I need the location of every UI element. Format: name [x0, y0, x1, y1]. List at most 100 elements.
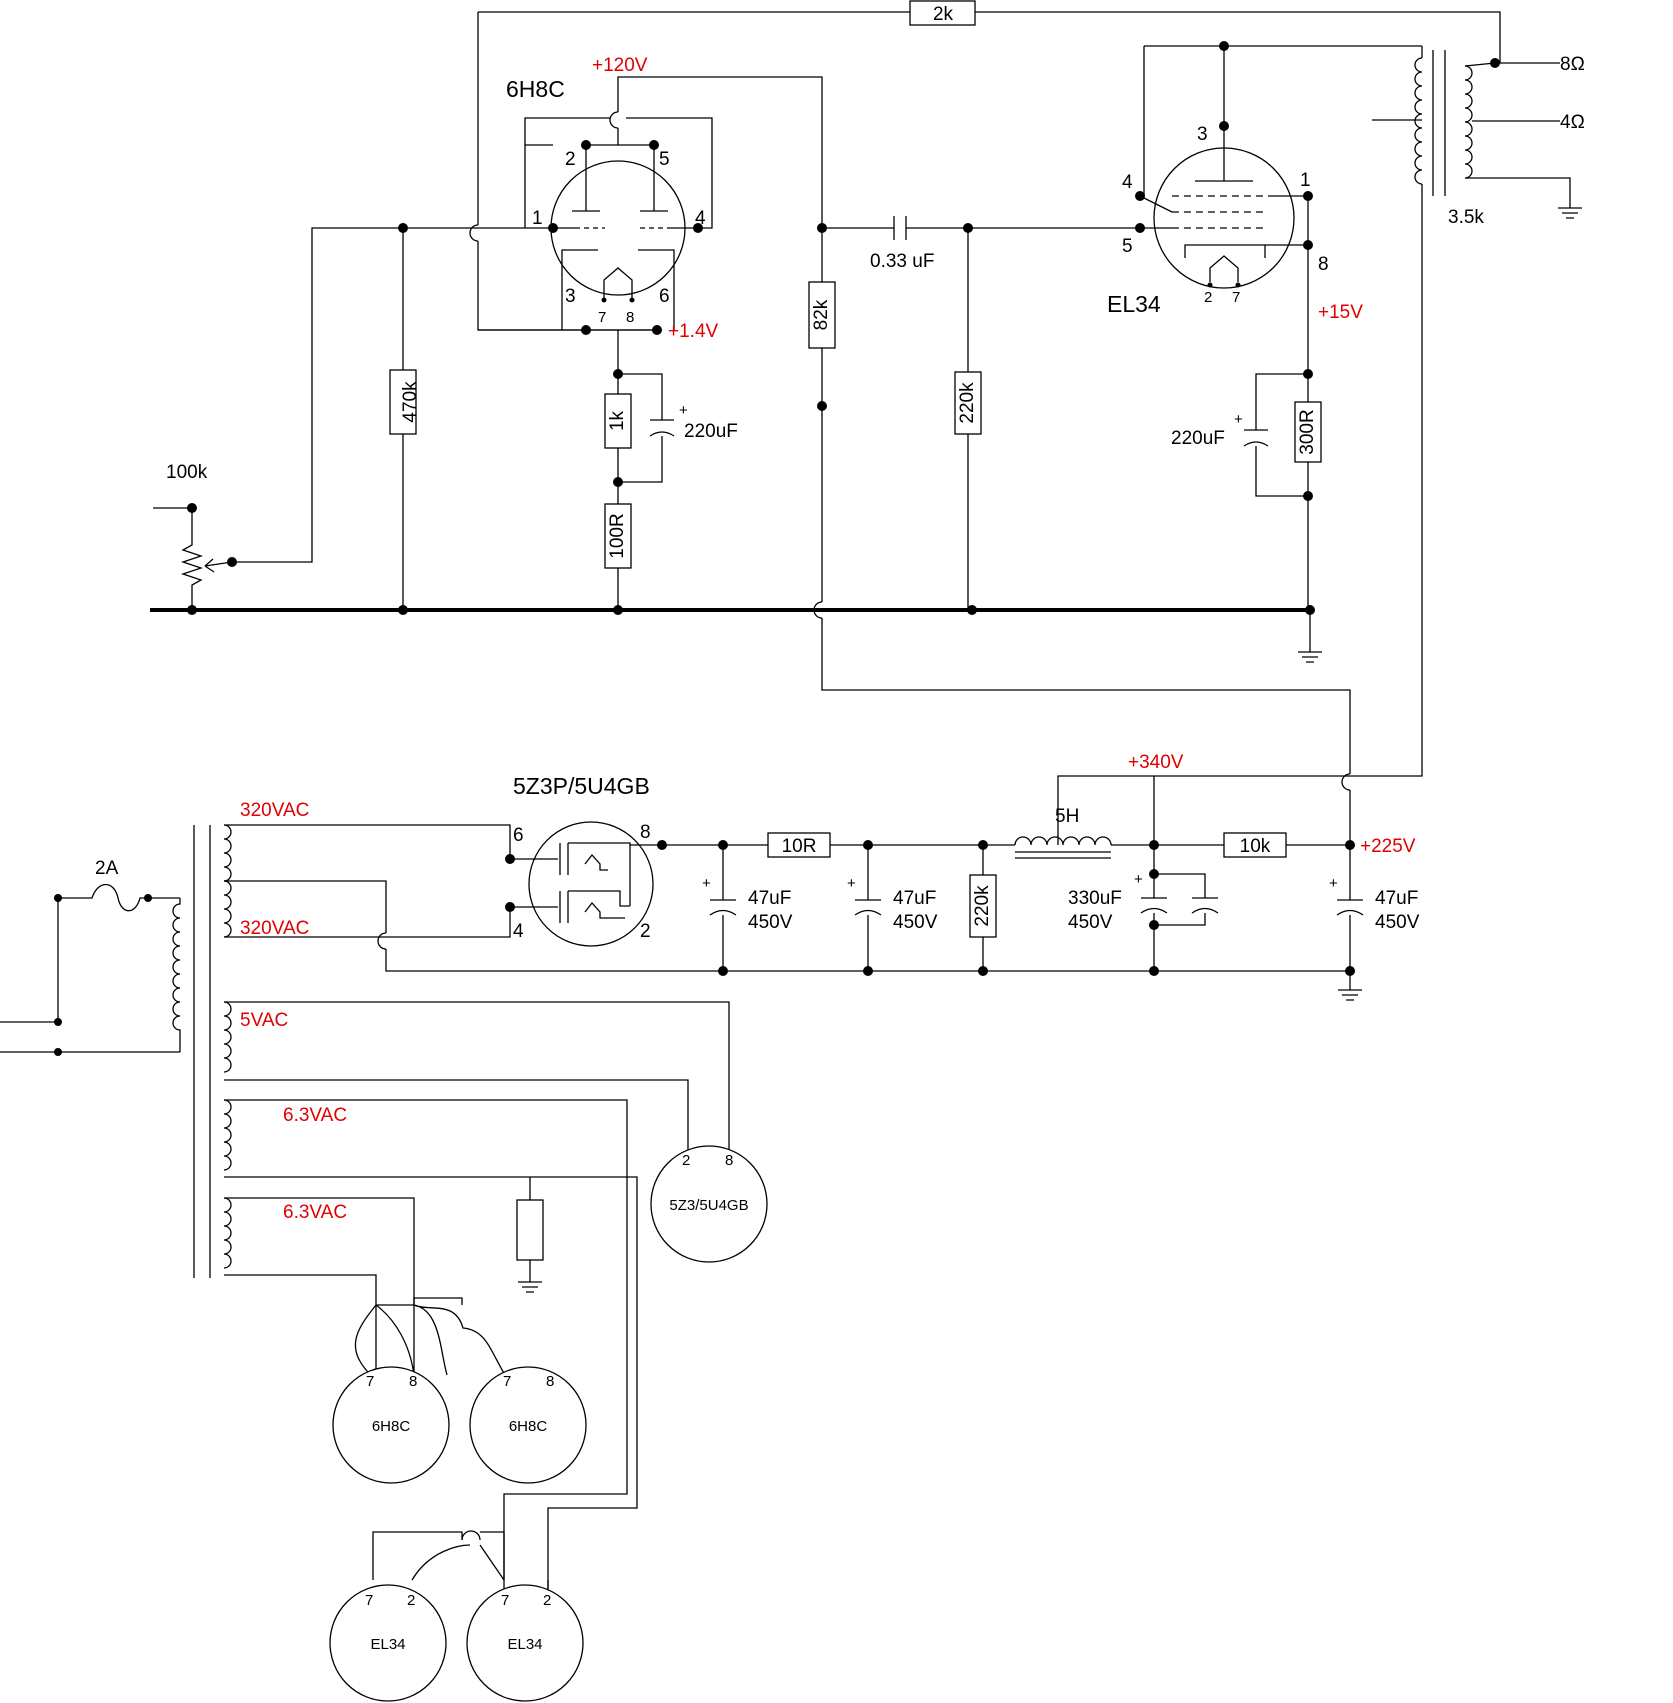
heater-sockets: 2 8 5Z3/5U4GB 7 8 6H8C 7 8 6H8C 7 2 EL34…	[329, 1145, 768, 1702]
tap-8ohm: 8Ω	[1560, 54, 1585, 75]
bleeder-resistor-220k	[969, 874, 997, 938]
svg-text:10R: 10R	[782, 836, 817, 857]
svg-text:450V: 450V	[1375, 912, 1420, 933]
ground-symbol	[1558, 207, 1582, 219]
output-cathode-network: 300R + 220uF	[1171, 369, 1322, 610]
svg-text:1k: 1k	[607, 410, 628, 431]
svg-text:6H8C: 6H8C	[509, 1418, 548, 1435]
resistor-10r	[767, 832, 831, 858]
ground-symbol	[1298, 651, 1322, 663]
cathode-resistor-1k	[604, 393, 632, 449]
pot-top-node	[187, 503, 197, 513]
grid-resistor-label: 470k	[400, 381, 421, 423]
svg-text:6H8C: 6H8C	[372, 1418, 411, 1435]
secondary-5v-label: 5VAC	[240, 1010, 288, 1031]
fuse-label: 2A	[95, 858, 119, 879]
driver-tube: 6H8C 2 5 1 4 3 6 7 8	[478, 55, 823, 342]
svg-text:47uF: 47uF	[893, 888, 936, 909]
choke-label: 5H	[1055, 806, 1079, 827]
svg-text:47uF: 47uF	[1375, 888, 1418, 909]
svg-text:5Z3/5U4GB: 5Z3/5U4GB	[669, 1197, 748, 1214]
svg-text:+: +	[679, 402, 688, 419]
grid-resistor-220k	[954, 371, 982, 435]
tube-el34-label: EL34	[1107, 291, 1161, 317]
socket-6h8c-2	[469, 1366, 587, 1484]
interstage: 82k 0.33 uF 220k	[808, 216, 1351, 845]
transformer-impedance: 3.5k	[1448, 207, 1484, 228]
svg-text:220k: 220k	[972, 885, 993, 927]
svg-text:1: 1	[532, 208, 543, 229]
svg-text:3: 3	[1197, 124, 1208, 145]
output-cathode-voltage: +15V	[1318, 302, 1363, 323]
driver-cathode-cap-label: 220uF	[684, 421, 738, 442]
svg-text:6: 6	[513, 825, 524, 846]
grid-resistor-470k	[389, 369, 417, 435]
svg-text:2: 2	[407, 1592, 415, 1609]
input-stage: 100k 470k	[153, 223, 553, 610]
output-cathode-cap-label: 220uF	[1171, 428, 1225, 449]
svg-text:8: 8	[1318, 254, 1329, 275]
svg-text:7: 7	[365, 1592, 373, 1609]
svg-text:EL34: EL34	[370, 1636, 405, 1653]
power-supply: 2A 320VAC 320VAC 5VAC 6.3VAC 6.3VAC	[0, 752, 1420, 1662]
socket-6h8c-1	[332, 1366, 450, 1484]
resistor-10k	[1223, 832, 1287, 858]
driver-cathode-network: 1k + 220uF 100R	[604, 330, 738, 610]
rectifier-label: 5Z3P/5U4GB	[513, 773, 650, 799]
svg-text:4: 4	[695, 208, 706, 229]
svg-text:8: 8	[409, 1373, 417, 1390]
svg-text:7: 7	[501, 1592, 509, 1609]
svg-text:7: 7	[598, 309, 606, 326]
pot-label: 100k	[166, 462, 208, 483]
socket-rectifier	[650, 1145, 768, 1263]
svg-text:82k: 82k	[811, 299, 832, 330]
socket-el34-1	[329, 1584, 447, 1702]
secondary-2-label: 320VAC	[240, 918, 309, 939]
svg-text:8: 8	[640, 822, 651, 843]
coupling-cap-label: 0.33 uF	[870, 251, 934, 272]
output-tube: EL34 3 4 5 1 8 2 7 +15V	[1107, 41, 1422, 374]
svg-text:2: 2	[565, 149, 576, 170]
ground-symbol	[1338, 989, 1362, 1001]
svg-text:450V: 450V	[1068, 912, 1113, 933]
svg-text:+: +	[1329, 875, 1338, 892]
svg-text:+: +	[1234, 411, 1243, 428]
svg-text:2: 2	[1204, 289, 1212, 306]
svg-text:300R: 300R	[1297, 409, 1318, 454]
b-plus-1-voltage: +340V	[1128, 752, 1184, 773]
tube-6h8c-label: 6H8C	[506, 76, 565, 102]
svg-text:2: 2	[640, 921, 651, 942]
svg-text:10k: 10k	[1240, 836, 1271, 857]
svg-text:4: 4	[1122, 172, 1133, 193]
cathode-resistor-100r	[604, 503, 632, 569]
svg-text:8: 8	[725, 1152, 733, 1169]
svg-text:450V: 450V	[893, 912, 938, 933]
svg-text:7: 7	[1232, 289, 1240, 306]
feedback-resistor-label: 2k	[933, 4, 954, 25]
plate-resistor-82k	[808, 281, 836, 349]
svg-text:2: 2	[543, 1592, 551, 1609]
heater-hum-resistor	[516, 1199, 544, 1261]
secondary-1-label: 320VAC	[240, 800, 309, 821]
b-plus-2-voltage: +225V	[1360, 836, 1416, 857]
tap-4ohm: 4Ω	[1560, 112, 1585, 133]
svg-text:450V: 450V	[748, 912, 793, 933]
heater-2-label: 6.3VAC	[283, 1202, 347, 1223]
svg-text:+: +	[1134, 871, 1143, 888]
svg-text:3: 3	[565, 286, 576, 307]
svg-text:47uF: 47uF	[748, 888, 791, 909]
svg-text:+: +	[847, 875, 856, 892]
ground-bus	[150, 605, 1322, 663]
svg-text:220k: 220k	[957, 382, 978, 424]
svg-text:2: 2	[682, 1152, 690, 1169]
ground-symbol	[518, 1281, 542, 1293]
pot-wiper-node	[227, 557, 237, 567]
svg-text:330uF: 330uF	[1068, 888, 1122, 909]
svg-text:8: 8	[546, 1373, 554, 1390]
output-transformer: 3.5k 8Ω 4Ω	[1057, 46, 1585, 845]
driver-plate-voltage: +120V	[592, 55, 648, 76]
svg-text:+: +	[702, 875, 711, 892]
feedback-resistor	[909, 0, 976, 26]
rectifier-tube-envelope	[528, 821, 654, 947]
